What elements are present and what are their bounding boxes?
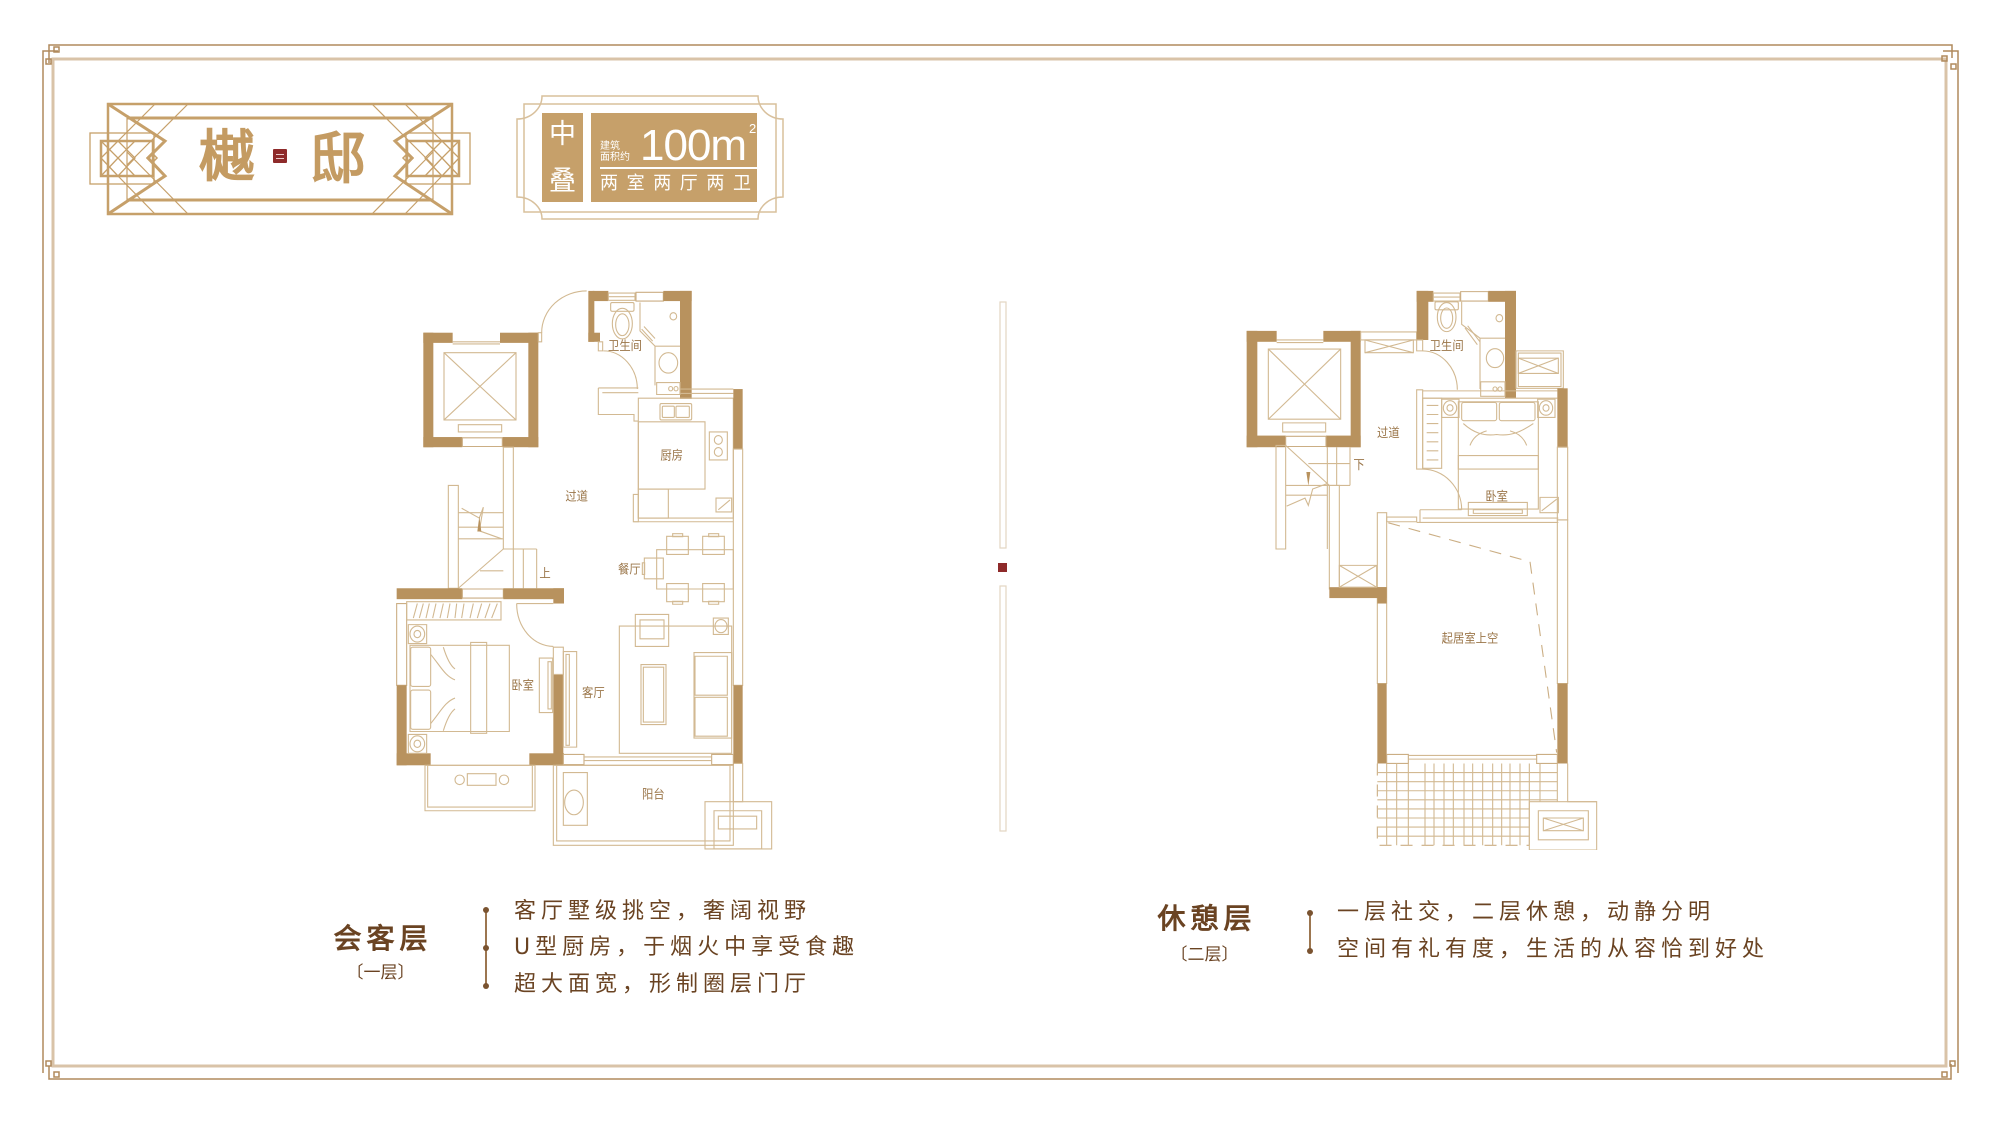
staircase: 上 bbox=[448, 447, 551, 588]
floor-plan-level-1: 卫生间 厨房 bbox=[397, 291, 772, 849]
ac-platform bbox=[1529, 802, 1596, 850]
staircase: 下 bbox=[1276, 445, 1365, 589]
toilet-icon bbox=[611, 303, 634, 339]
bullet-dot-icon bbox=[483, 907, 489, 913]
living-room: 客厅 bbox=[563, 614, 733, 764]
bathroom: 卫生间 bbox=[1417, 290, 1516, 399]
room-label-bathroom: 卫生间 bbox=[608, 338, 642, 353]
caption-item: 超大面宽，形制圈层门厅 bbox=[514, 972, 812, 997]
floor-plan-level-2: 卫生间 过道 bbox=[1246, 290, 1597, 850]
caption-bullet-line bbox=[1309, 913, 1311, 951]
bathroom: 卫生间 bbox=[588, 290, 692, 399]
terrace-grid bbox=[1377, 763, 1596, 845]
badge-frame bbox=[516, 95, 784, 220]
room-label-balcony: 阳台 bbox=[642, 787, 665, 802]
room-label-bathroom: 卫生间 bbox=[1430, 338, 1464, 353]
area-value: 100m bbox=[640, 121, 747, 170]
caption-subtitle: 〔二层〕 bbox=[1170, 945, 1239, 965]
seal-icon bbox=[273, 149, 287, 163]
living-room-void: 起居室上空 bbox=[1329, 513, 1567, 764]
badge-divider bbox=[600, 167, 757, 169]
stair-arrow-icon bbox=[1306, 471, 1311, 486]
divider-seal-icon bbox=[998, 563, 1007, 572]
toilet-icon bbox=[1435, 302, 1458, 332]
caption-item: 空间有礼有度，生活的从容恰到好处 bbox=[1337, 937, 1770, 962]
area-label-line1: 建筑 bbox=[600, 141, 620, 152]
bullet-dot-icon bbox=[483, 983, 489, 989]
elevator-shaft bbox=[423, 333, 541, 448]
room-label-corridor: 过道 bbox=[1377, 426, 1400, 441]
area-unit-superscript: 2 bbox=[749, 121, 757, 136]
kitchen: 厨房 bbox=[633, 389, 743, 522]
bedroom: 卧室 bbox=[397, 588, 564, 766]
area-label-line2: 面积约 bbox=[600, 152, 630, 163]
badge-info-block bbox=[591, 113, 757, 202]
badge-type-line1: 中 bbox=[549, 119, 576, 150]
logo-char-2: 邸 bbox=[310, 126, 366, 192]
logo-ornament-left bbox=[89, 102, 189, 216]
stairs-down-label: 下 bbox=[1353, 458, 1364, 473]
stairs-up-label: 上 bbox=[539, 566, 550, 581]
wardrobe bbox=[1423, 398, 1442, 468]
caption-title: 休憩层 bbox=[1157, 902, 1257, 935]
wardrobe bbox=[407, 602, 501, 620]
kitchen-sink-icon bbox=[660, 404, 692, 420]
nightstand-lamp-icon bbox=[408, 625, 426, 754]
sofa-icon bbox=[694, 653, 732, 738]
caption-subtitle: 〔一层〕 bbox=[346, 963, 415, 983]
room-label-kitchen: 厨房 bbox=[660, 448, 683, 463]
entry-door-swing bbox=[542, 291, 587, 333]
layout-text: 两室两厅两卫 bbox=[600, 173, 760, 194]
logo-char-1: 樾 bbox=[198, 124, 255, 190]
bullet-dot-icon bbox=[1307, 910, 1313, 916]
badge-type-block bbox=[542, 113, 583, 202]
dining-area: 餐厅 bbox=[618, 534, 733, 605]
bullet-dot-icon bbox=[1307, 948, 1313, 954]
room-label-bedroom: 卧室 bbox=[1485, 489, 1508, 504]
logo-ornament-right bbox=[371, 102, 471, 216]
caption-title: 会客层 bbox=[333, 922, 433, 955]
room-label-corridor: 过道 bbox=[565, 489, 588, 504]
room-label-dining: 餐厅 bbox=[618, 562, 641, 577]
sink-icon bbox=[1486, 315, 1503, 368]
stair-arrow-icon bbox=[477, 516, 482, 532]
bullet-dot-icon bbox=[483, 945, 489, 951]
badge-type-line2: 叠 bbox=[549, 166, 576, 197]
caption-item: U型厨房，于烟火中享受食趣 bbox=[514, 935, 860, 960]
side-ac-ledge bbox=[1516, 351, 1563, 388]
caption-item: 客厅墅级挑空，奢阔视野 bbox=[514, 899, 812, 924]
room-label-living-void: 起居室上空 bbox=[1442, 631, 1499, 646]
ac-platform bbox=[705, 802, 772, 849]
nightstand-lamp-icon bbox=[1442, 399, 1555, 417]
balcony: 阳台 bbox=[553, 765, 733, 845]
bed-icon bbox=[1458, 402, 1538, 509]
elevator-shaft bbox=[1246, 330, 1361, 448]
sink-icon bbox=[659, 313, 678, 373]
room-label-bedroom: 卧室 bbox=[511, 678, 534, 693]
bedroom: 卧室 bbox=[1417, 388, 1568, 522]
stove-icon bbox=[709, 432, 727, 460]
bed-icon bbox=[410, 642, 509, 733]
page-frame bbox=[42, 44, 1959, 1080]
room-label-living: 客厅 bbox=[582, 685, 605, 700]
logo-frame bbox=[89, 102, 471, 216]
bay-window bbox=[425, 765, 535, 810]
caption-item: 一层社交，二层休憩，动静分明 bbox=[1337, 900, 1716, 925]
washbasin-icon bbox=[565, 790, 584, 815]
center-divider bbox=[998, 301, 1007, 832]
